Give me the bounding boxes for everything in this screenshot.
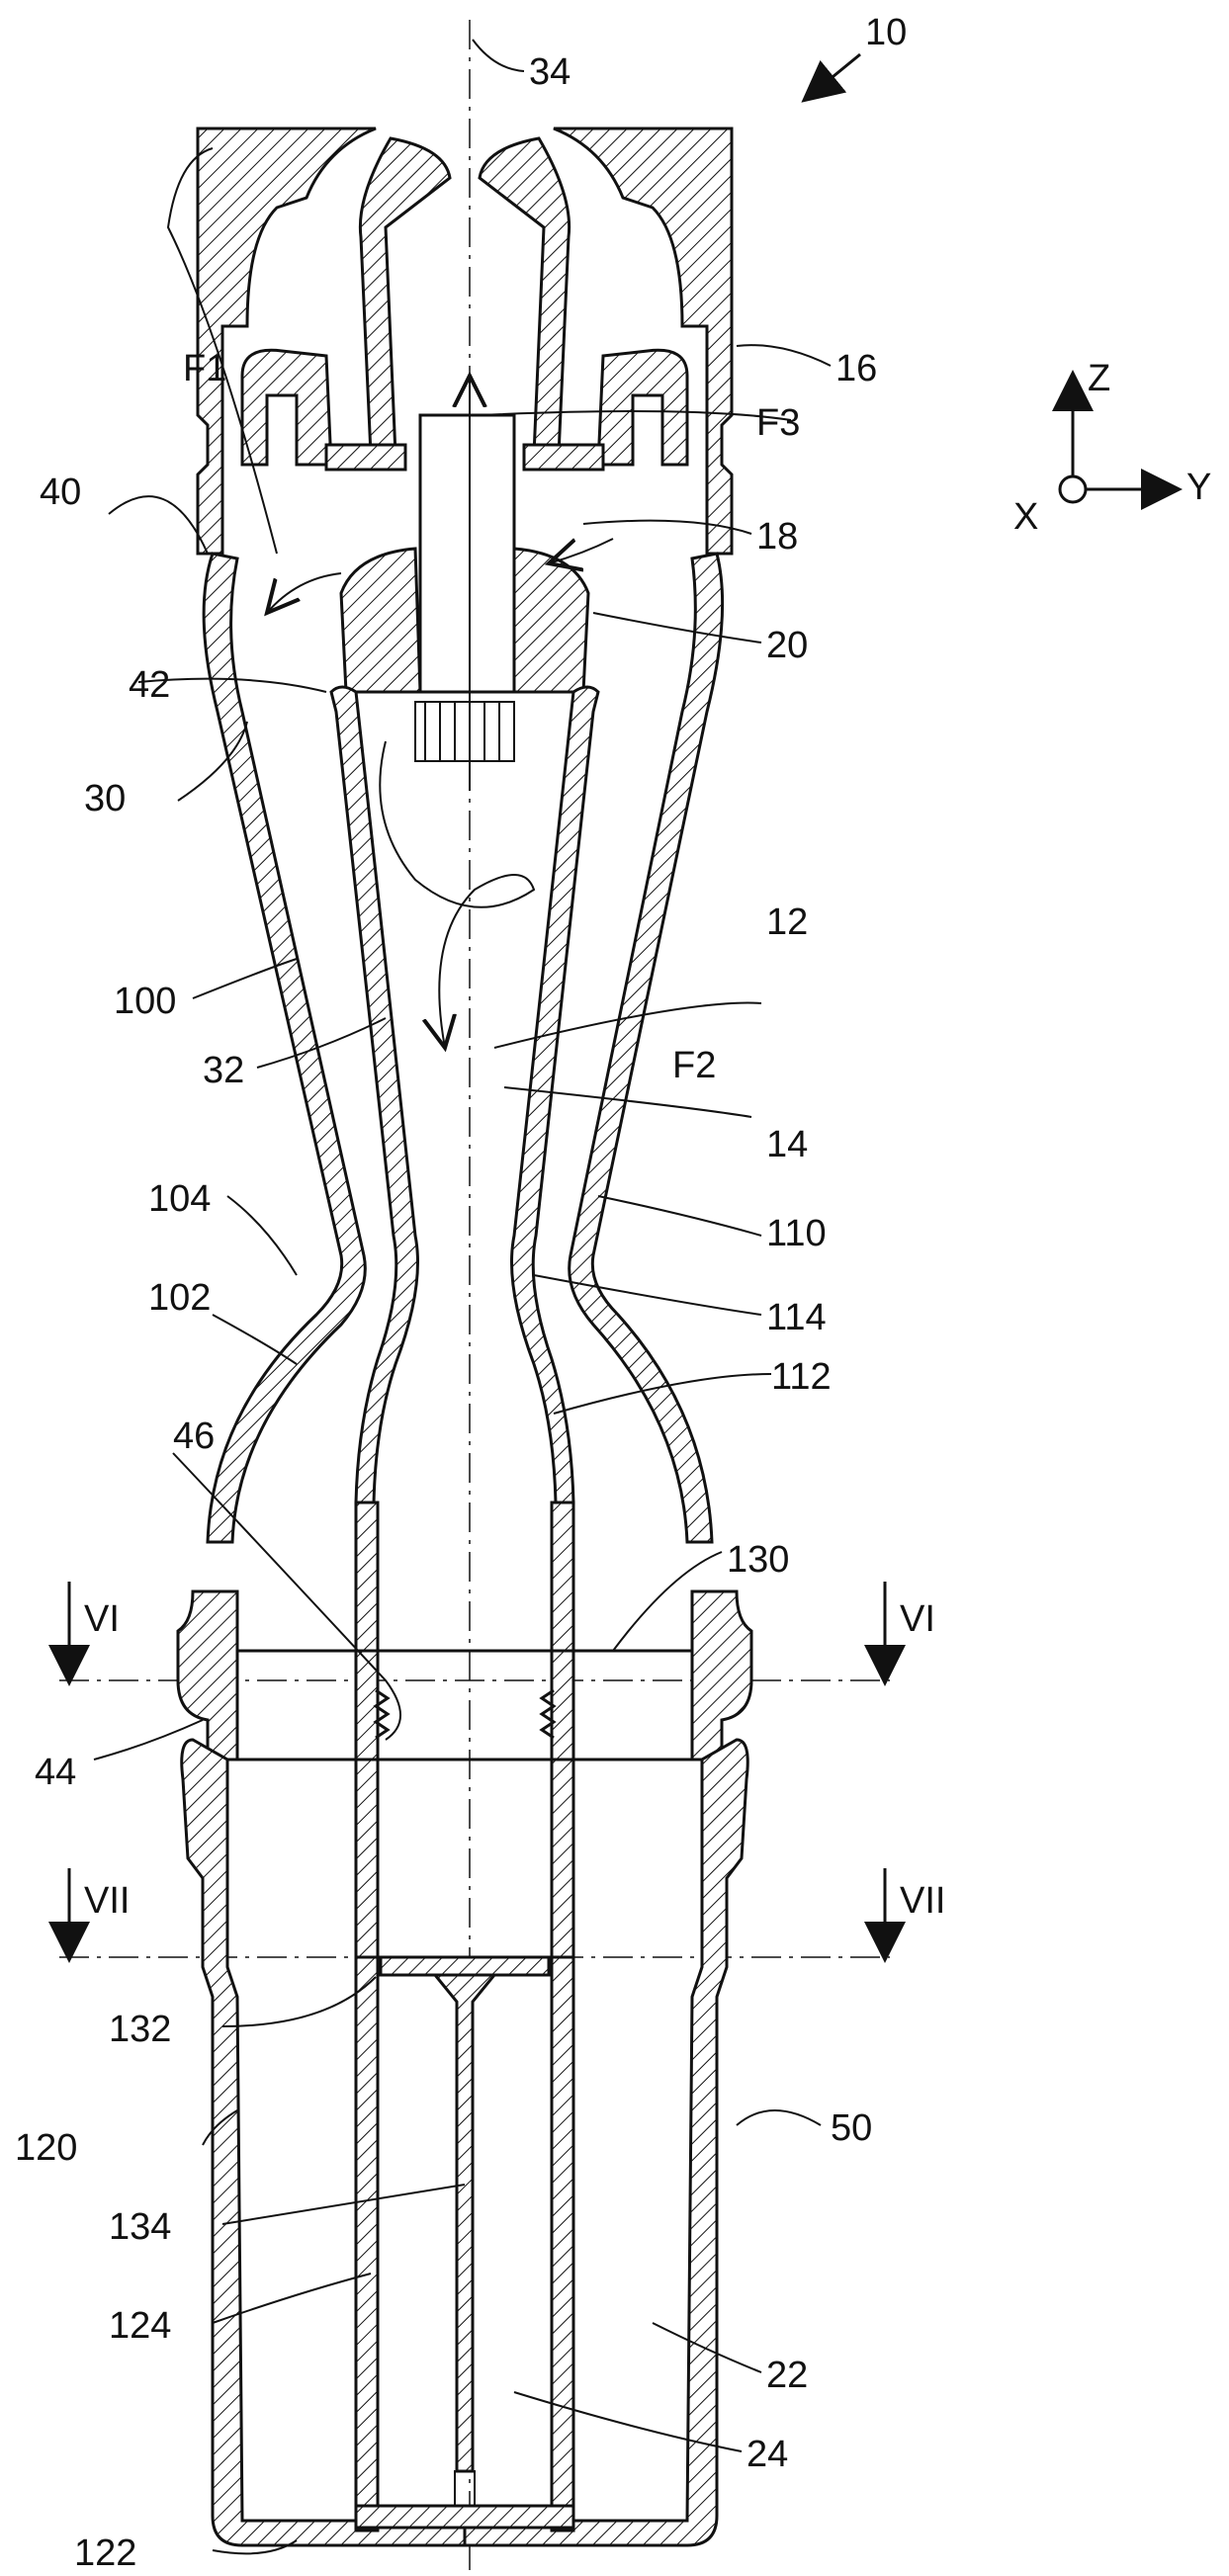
stem — [431, 1973, 498, 2473]
label-134: 134 — [109, 2206, 171, 2248]
label-vii-left: VII — [84, 1880, 130, 1922]
label-40: 40 — [40, 472, 81, 513]
funnel-right-wall — [478, 136, 571, 457]
label-vii-right: VII — [900, 1880, 945, 1922]
label-34: 34 — [529, 51, 571, 93]
label-f3: F3 — [756, 402, 800, 444]
cap-inner-pocket-left — [240, 348, 333, 467]
connector-ring-right — [690, 1589, 753, 1761]
label-110: 110 — [766, 1213, 827, 1254]
label-46: 46 — [173, 1416, 215, 1457]
inner-tube-left — [329, 685, 419, 1504]
label-10: 10 — [865, 12, 907, 53]
label-30: 30 — [84, 778, 126, 819]
spindle — [418, 413, 516, 694]
assembly-pointer — [801, 52, 861, 103]
label-f1: F1 — [183, 348, 226, 389]
label-14: 14 — [766, 1124, 808, 1165]
label-122: 122 — [74, 2533, 136, 2574]
funnel-left-wall — [358, 136, 452, 457]
flow-arrow-inflow — [549, 538, 614, 563]
lower-body-left — [180, 1738, 467, 2547]
top-cap-outer-right — [553, 127, 734, 556]
label-114: 114 — [766, 1297, 827, 1338]
label-24: 24 — [746, 2434, 788, 2475]
outer-shell-right — [568, 552, 725, 1544]
nozzle-body — [339, 547, 422, 694]
label-42: 42 — [129, 664, 170, 706]
label-32: 32 — [203, 1050, 244, 1091]
label-120: 120 — [15, 2127, 77, 2169]
cap-inner-pocket-right — [596, 348, 689, 467]
label-22: 22 — [766, 2355, 808, 2396]
flange-plate-right — [522, 443, 605, 472]
label-124: 124 — [109, 2305, 171, 2347]
label-f2: F2 — [672, 1045, 716, 1086]
label-axis-y: Y — [1186, 467, 1211, 508]
coordinate-system — [1052, 370, 1183, 510]
label-132: 132 — [109, 2009, 171, 2050]
inner-reservoir-left — [354, 1955, 380, 2533]
lower-body-right — [463, 1738, 749, 2547]
thread-right — [539, 1688, 557, 1740]
label-16: 16 — [835, 348, 877, 389]
label-axis-x: X — [1013, 496, 1038, 538]
flange-plate-left — [324, 443, 407, 472]
inner-tube-lower-right — [550, 1501, 575, 1959]
stem-pin — [454, 2470, 476, 2507]
label-18: 18 — [756, 516, 798, 558]
label-vi-left: VI — [84, 1598, 120, 1640]
label-vi-right: VI — [900, 1598, 935, 1640]
flow-arrow-f2 — [379, 740, 536, 1048]
label-112: 112 — [771, 1356, 832, 1398]
label-axis-z: Z — [1088, 358, 1110, 399]
inner-reservoir-right — [550, 1955, 575, 2533]
label-12: 12 — [766, 902, 808, 943]
flow-arrow-f1 — [267, 572, 342, 613]
plate — [379, 1955, 551, 1977]
thread-left — [373, 1688, 391, 1740]
inner-tube-right — [510, 685, 600, 1504]
label-102: 102 — [148, 1277, 211, 1319]
inner-reservoir-bottom — [354, 2504, 575, 2530]
connector-ring-left — [176, 1589, 239, 1761]
top-cap-outer-left — [196, 127, 377, 556]
label-130: 130 — [727, 1539, 789, 1581]
label-50: 50 — [831, 2107, 872, 2149]
nozzle-body-right — [512, 547, 590, 694]
label-44: 44 — [35, 1752, 76, 1793]
inner-tube-lower-left — [354, 1501, 380, 1959]
label-20: 20 — [766, 625, 808, 666]
label-104: 104 — [148, 1178, 211, 1220]
label-100: 100 — [114, 981, 176, 1022]
outer-shell-left — [202, 552, 367, 1544]
gear-tip — [414, 701, 515, 762]
